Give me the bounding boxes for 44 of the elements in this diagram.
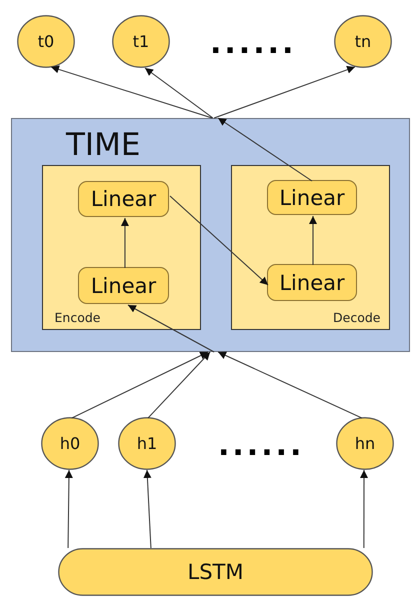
arrow	[64, 470, 73, 548]
arrow	[127, 304, 215, 352]
layer-box	[78, 267, 169, 304]
module-panel	[42, 164, 200, 330]
arrow	[309, 216, 317, 266]
arrow	[50, 66, 213, 118]
layer-label: Linear	[279, 270, 345, 294]
group-title: TIME	[66, 127, 140, 163]
arrow	[360, 470, 368, 548]
arrow	[170, 196, 268, 286]
arrow	[218, 118, 312, 182]
arrow	[71, 352, 209, 419]
arrow	[218, 352, 362, 419]
group-box	[11, 118, 410, 352]
layer-label: Linear	[279, 186, 345, 210]
state-circle	[334, 15, 392, 68]
layer-label: Linear	[90, 274, 156, 298]
state-label: h0	[60, 434, 80, 453]
arrow	[214, 66, 356, 118]
layer-box	[78, 181, 169, 217]
state-label: hn	[354, 434, 376, 453]
state-circle	[112, 15, 170, 68]
state-label: tn	[354, 32, 372, 51]
state-label: t1	[132, 32, 150, 51]
module-panel	[230, 164, 390, 330]
arrow	[144, 68, 214, 118]
state-circle	[336, 417, 394, 470]
state-circle	[41, 417, 99, 470]
arrow	[143, 470, 152, 548]
state-circle	[17, 15, 75, 68]
ellipsis-dots: ......	[218, 428, 304, 463]
state-label: h1	[136, 434, 158, 453]
layer-box	[267, 264, 357, 301]
panel-label: Encode	[54, 310, 100, 324]
panel-label: Decode	[333, 310, 380, 324]
module-pill	[58, 548, 373, 596]
state-label: t0	[38, 32, 54, 51]
arrow	[120, 218, 129, 268]
state-circle	[118, 417, 176, 470]
arrow	[147, 352, 211, 419]
ellipsis-dots: ......	[210, 26, 296, 61]
module-label: LSTM	[188, 560, 244, 584]
layer-label: Linear	[90, 187, 156, 211]
layer-box	[267, 180, 357, 215]
